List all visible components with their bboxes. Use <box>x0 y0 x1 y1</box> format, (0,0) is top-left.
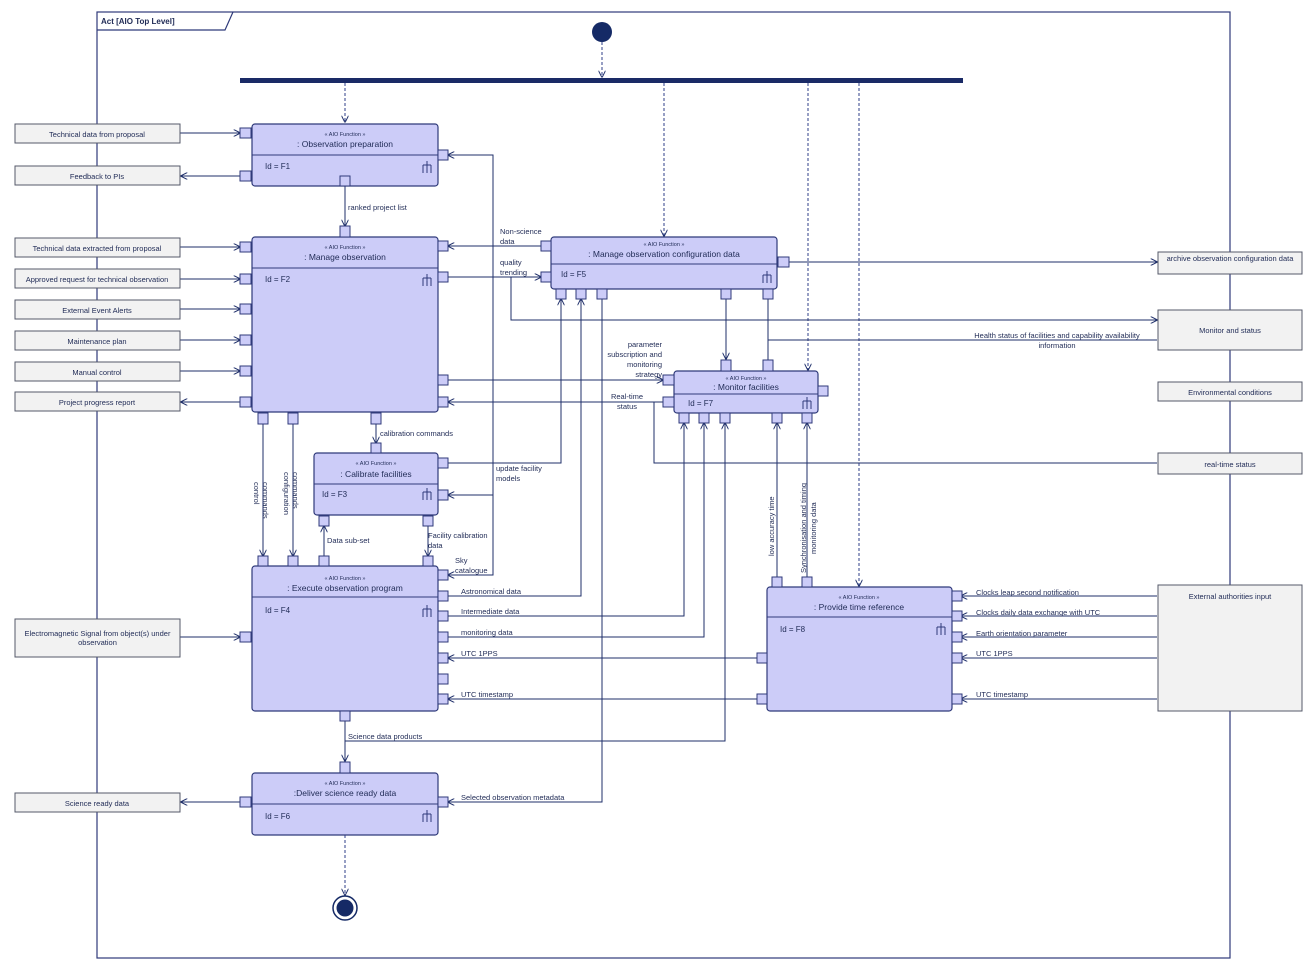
f4-id: Id = F4 <box>265 606 291 615</box>
f8-id: Id = F8 <box>780 625 806 634</box>
function-f7: « AIO Function » : Monitor facilities Id… <box>673 370 819 414</box>
rake-icon <box>422 161 432 173</box>
rake-icon <box>936 623 946 635</box>
fork-bar <box>240 78 963 83</box>
label-update-facility-models: update facility models <box>496 464 542 483</box>
ext-technical-data: Technical data from proposal <box>49 130 145 139</box>
ext-feedback-pis: Feedback to PIs <box>70 172 124 181</box>
ext-real-time-status: real-time status <box>1204 460 1256 469</box>
label-monitoring-data-vertical: monitoring data <box>809 501 818 554</box>
ext-em-signal: Electromagnetic Signal from object(s) un… <box>24 629 171 647</box>
label-utc-timestamp-f4: UTC timestamp <box>461 690 513 699</box>
label-intermediate-data: Intermediate data <box>461 607 520 616</box>
function-f6: « AIO Function » :Deliver science ready … <box>251 772 439 836</box>
ext-event-alerts: External Event Alerts <box>62 306 132 315</box>
label-configuration-commands: configurationcommands <box>282 472 300 515</box>
label-utc-timestamp-f8: UTC timestamp <box>976 690 1028 699</box>
f4-name: : Execute observation program <box>287 583 403 593</box>
label-utc-1pps-f8: UTC 1PPS <box>976 649 1013 658</box>
frame-title: Act [AIO Top Level] <box>101 17 175 26</box>
label-selected-observation-metadata: Selected observation metadata <box>461 793 565 802</box>
label-low-accuracy-time: low accuracy time <box>767 496 776 556</box>
label-non-science-data: Non-science data <box>500 227 542 246</box>
label-config-line2: commands <box>291 472 300 509</box>
label-control-line1: control <box>252 482 261 505</box>
ext-technical-data-extracted: Technical data extracted from proposal <box>33 244 162 253</box>
f6-id: Id = F6 <box>265 812 291 821</box>
label-control-line2: commands <box>261 482 270 519</box>
f8-stereotype: « AIO Function » <box>839 595 880 601</box>
f2-id: Id = F2 <box>265 275 291 284</box>
ext-progress-report: Project progress report <box>59 398 136 407</box>
label-earth-orientation: Earth orientation parameter <box>976 629 1068 638</box>
ext-approved-request: Approved request for technical observati… <box>26 275 169 284</box>
label-facility-calibration-data: Facility calibration data <box>428 531 488 550</box>
label-monitoring-data: monitoring data <box>461 628 514 637</box>
function-f8: « AIO Function » : Provide time referenc… <box>766 586 953 712</box>
f4-stereotype: « AIO Function » <box>325 576 366 582</box>
control-flows <box>345 83 859 895</box>
label-quality-trending: quality trending <box>500 258 528 277</box>
f7-stereotype: « AIO Function » <box>726 376 767 382</box>
ext-authorities: External authorities input <box>1189 592 1272 601</box>
ext-monitor-status: Monitor and status <box>1199 326 1261 335</box>
object-flows <box>180 133 1157 802</box>
function-f5: « AIO Function » : Manage observation co… <box>550 236 778 290</box>
f5-id: Id = F5 <box>561 270 587 279</box>
f6-stereotype: « AIO Function » <box>325 781 366 787</box>
f3-id: Id = F3 <box>322 490 348 499</box>
label-control-commands: controlcommands <box>252 482 270 519</box>
label-health-status: Health status of facilities and capabili… <box>974 331 1140 350</box>
f7-name: : Monitor facilities <box>713 382 779 392</box>
function-f2: « AIO Function » : Manage observation Id… <box>251 236 439 413</box>
f5-name: : Manage observation configuration data <box>588 249 740 259</box>
label-utc-1pps-f4: UTC 1PPS <box>461 649 498 658</box>
f6-name: :Deliver science ready data <box>294 788 397 798</box>
label-sky-catalogue: Sky catalogue <box>455 556 488 575</box>
f5-stereotype: « AIO Function » <box>644 242 685 248</box>
f1-id: Id = F1 <box>265 162 291 171</box>
f7-id: Id = F7 <box>688 399 714 408</box>
pins <box>239 127 963 808</box>
f8-name: : Provide time reference <box>814 602 905 612</box>
ext-archive-config: archive observation configuration data <box>1166 254 1294 263</box>
label-parameter-subscription: parameter subscription and monitoring st… <box>607 340 662 379</box>
f3-name: : Calibrate facilities <box>340 469 411 479</box>
rake-icon <box>422 488 432 500</box>
final-node <box>332 895 358 921</box>
f1-stereotype: « AIO Function » <box>325 132 366 138</box>
rake-icon <box>802 397 812 409</box>
function-f3: « AIO Function » : Calibrate facilities … <box>313 452 439 516</box>
label-data-sub-set: Data sub-set <box>327 536 370 545</box>
initial-node <box>592 22 612 42</box>
rake-icon <box>762 271 772 283</box>
label-astronomical-data: Astronomical data <box>461 587 522 596</box>
f1-name: : Observation preparation <box>297 139 393 149</box>
label-real-time-status: Real-time status <box>610 392 644 411</box>
function-f4: « AIO Function » : Execute observation p… <box>251 565 439 712</box>
f2-name: : Manage observation <box>304 252 386 262</box>
label-synchronisation-timing: Synchronisation and timing <box>799 483 808 573</box>
f3-stereotype: « AIO Function » <box>356 461 397 467</box>
flow-labels: ranked project list Non-science data qua… <box>252 203 1140 802</box>
label-ranked-project-list: ranked project list <box>348 203 408 212</box>
external-outputs-right: archive observation configuration data M… <box>1157 251 1303 712</box>
label-clocks-leap: Clocks leap second notification <box>976 588 1079 597</box>
external-inputs-left: Technical data from proposal Feedback to… <box>14 123 181 813</box>
rake-icon <box>422 274 432 286</box>
rake-icon <box>422 605 432 617</box>
label-config-line1: configuration <box>282 472 291 515</box>
rake-icon <box>422 810 432 822</box>
label-calibration-commands: calibration commands <box>380 429 453 438</box>
ext-manual-control: Manual control <box>72 368 122 377</box>
f2-stereotype: « AIO Function » <box>325 245 366 251</box>
label-science-data-products: Science data products <box>348 732 422 741</box>
ext-environmental: Environmental conditions <box>1188 388 1272 397</box>
ext-science-ready: Science ready data <box>65 799 130 808</box>
label-clocks-daily: Clocks daily data exchange with UTC <box>976 608 1101 617</box>
diagram-frame: Act [AIO Top Level] <box>96 11 1231 959</box>
ext-maintenance-plan: Maintenance plan <box>67 337 126 346</box>
